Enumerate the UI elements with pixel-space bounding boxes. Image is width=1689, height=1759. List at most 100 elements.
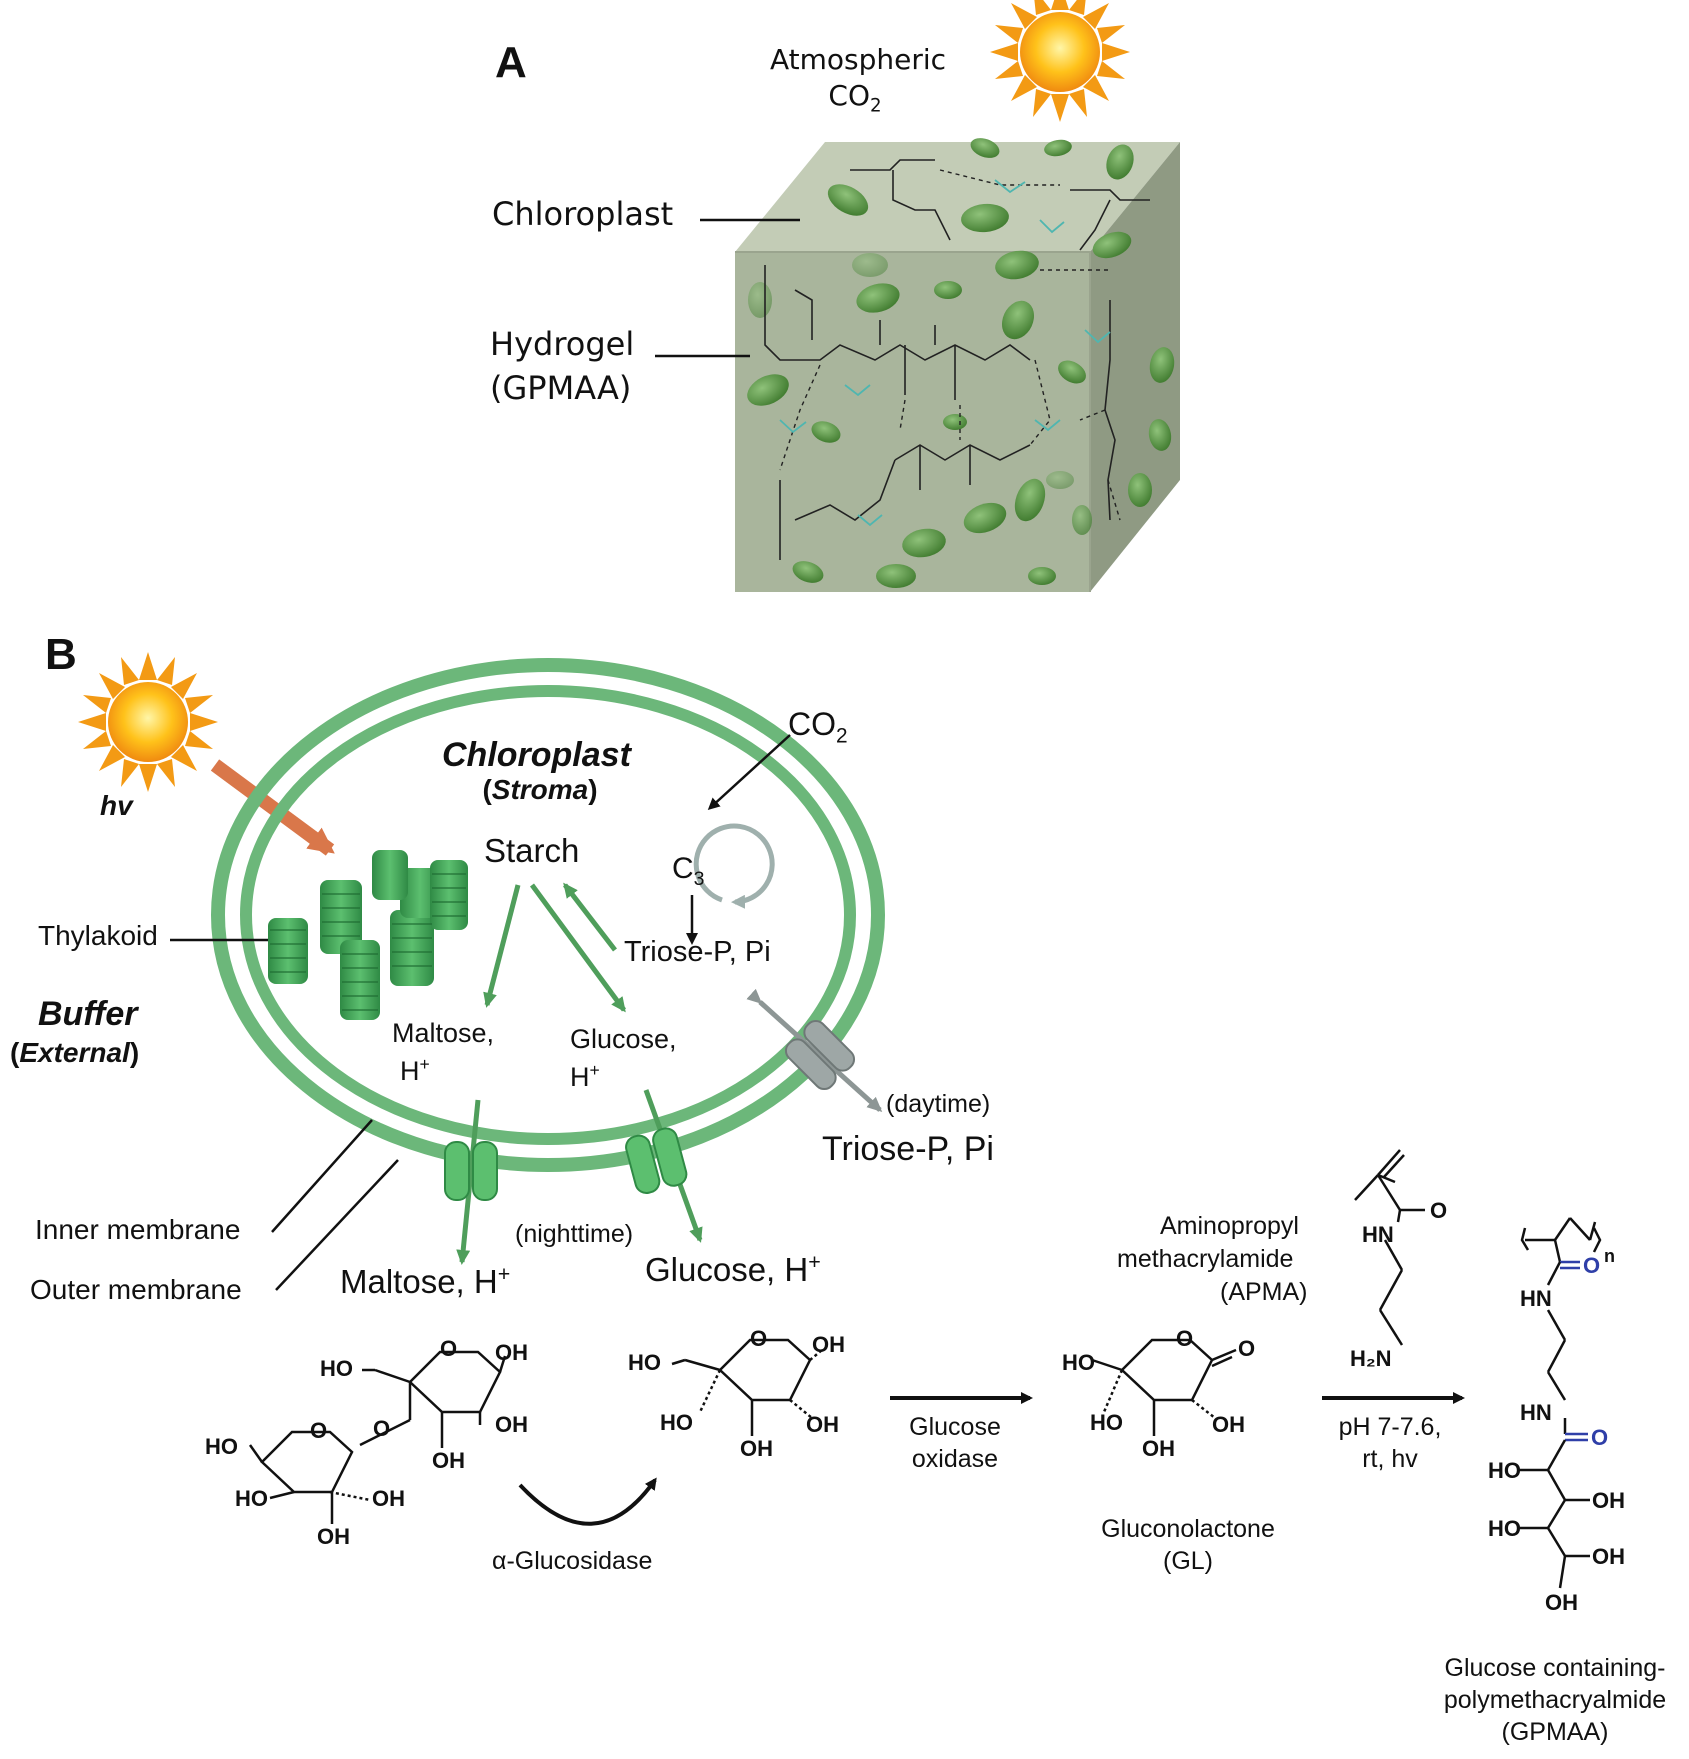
atom-label: HO (1090, 1410, 1123, 1435)
atom-label: OH (495, 1412, 528, 1437)
conditions-label-1: pH 7-7.6, (1338, 1413, 1442, 1441)
glucose-transporter-icon (625, 1127, 688, 1194)
gluconolactone-label-1: Gluconolactone (1101, 1515, 1275, 1543)
maltose-transporter-icon (444, 1141, 498, 1201)
thylakoid-label: Thylakoid (38, 920, 158, 951)
hydrogen-bonds (779, 169, 1121, 521)
atom-label: HN (1520, 1286, 1552, 1311)
atom-label: H₂N (1350, 1346, 1392, 1371)
hydrogel-label: Hydrogel (490, 325, 635, 363)
inner-membrane-leader-line (271, 1119, 373, 1233)
atom-label: O (440, 1336, 458, 1361)
gpmaa-label-3: (GPMAA) (1501, 1718, 1609, 1746)
hv-label: hv (100, 790, 133, 821)
atom-label: OH (1592, 1544, 1625, 1569)
apma-label-1: Aminopropyl (1160, 1212, 1299, 1240)
outer-membrane-label: Outer membrane (30, 1274, 242, 1305)
chloroplast-membranes (211, 658, 885, 1172)
sun-icon-a (990, 0, 1130, 122)
hydrogel-cube (735, 142, 1180, 592)
outer-membrane-leader-line (275, 1159, 399, 1291)
triose-outer-label: Triose-P, Pi (822, 1130, 994, 1168)
c3-cycle-icon (693, 823, 775, 909)
atom-label: n (1604, 1246, 1615, 1266)
atom-label: OH (1592, 1488, 1625, 1513)
co2-label: CO2 (788, 706, 848, 748)
atom-label: O (750, 1326, 768, 1351)
atmospheric-co2-label: CO2 (828, 79, 882, 117)
panel-b-letter: B (45, 630, 77, 679)
glucose-outer-label: Glucose, H+ (645, 1250, 821, 1288)
atom-label: O (1430, 1198, 1448, 1223)
atom-label: OH (372, 1486, 405, 1511)
maltose-inner-label: Maltose, (392, 1018, 495, 1048)
stroma-label: (Stroma) (482, 774, 598, 805)
daytime-label: (daytime) (886, 1090, 991, 1118)
atom-label: OH (432, 1448, 465, 1473)
sun-icon-b (78, 652, 218, 792)
apma-label-2: methacrylamide (1117, 1245, 1294, 1273)
atmospheric-label: Atmospheric (770, 43, 947, 76)
apma-structure (1354, 1149, 1425, 1346)
atom-label: HO (320, 1356, 353, 1381)
maltose-inner-h-label: H+ (400, 1054, 430, 1086)
inner-membrane-label: Inner membrane (35, 1214, 241, 1245)
maltose-structure (248, 1350, 507, 1524)
atom-label: O (373, 1416, 391, 1441)
conditions-label-2: rt, hv (1362, 1445, 1418, 1473)
thylakoid-stack (268, 850, 468, 1020)
glucose-structure (671, 1338, 823, 1436)
atom-label: OH (1142, 1436, 1175, 1461)
atom-label: HN (1362, 1222, 1394, 1247)
atom-label: OH (495, 1340, 528, 1365)
light-arrow (210, 759, 335, 856)
panel-a-letter: A (495, 38, 527, 87)
nighttime-label: (nighttime) (515, 1220, 634, 1248)
atom-label: OH (806, 1412, 839, 1437)
starch-label: Starch (484, 832, 580, 869)
c3-label: C3 (672, 852, 705, 890)
atom-label: HO (205, 1434, 238, 1459)
atom-label: HO (660, 1410, 693, 1435)
atom-label: HO (1062, 1350, 1095, 1375)
co2-uptake-arrow (707, 734, 791, 811)
atom-label: O (1238, 1336, 1256, 1361)
atom-label: O (1176, 1326, 1194, 1351)
glucose-oxidase-label-2: oxidase (911, 1445, 999, 1473)
atom-label: HO (1488, 1458, 1521, 1483)
apma-label-3: (APMA) (1220, 1278, 1308, 1306)
atom-label: O (1591, 1425, 1609, 1450)
external-label: (External) (10, 1037, 140, 1068)
atom-label: OH (740, 1436, 773, 1461)
atom-label: OH (317, 1524, 350, 1549)
triose-inner-label: Triose-P, Pi (624, 936, 771, 968)
gluconolactone-label-2: (GL) (1163, 1547, 1213, 1575)
water-molecules (779, 179, 1111, 527)
alpha-glucosidase-label: α-Glucosidase (492, 1547, 653, 1575)
gpmaa-structure (1520, 1217, 1602, 1589)
gpmaa-label-1: Glucose containing- (1444, 1654, 1666, 1682)
atom-label: OH (812, 1332, 845, 1357)
atom-label: OH (1212, 1412, 1245, 1437)
glucosidase-curved-arrow (518, 1477, 657, 1526)
triose-transporter-icon (746, 988, 883, 1113)
gpmaa-label-2: polymethacryalmide (1443, 1686, 1667, 1714)
buffer-label: Buffer (38, 995, 138, 1033)
glucose-inner-label: Glucose, (570, 1024, 677, 1054)
atom-label: OH (1545, 1590, 1578, 1615)
chloroplast-particles (747, 138, 1175, 588)
thylakoid-stacks (268, 850, 468, 1020)
atom-label: HN (1520, 1400, 1552, 1425)
atom-label: O (310, 1418, 328, 1443)
maltose-outer-label: Maltose, H+ (340, 1262, 511, 1300)
hydrogel-abbr-label: (GPMAA) (490, 369, 632, 407)
glucose-oxidase-label-1: Glucose (909, 1413, 1001, 1441)
chloroplast-title: Chloroplast (442, 736, 631, 774)
gluconolactone-structure (1091, 1338, 1237, 1436)
chloroplast-label: Chloroplast (492, 195, 674, 233)
polymer-network (764, 159, 1150, 560)
atom-label: O (1583, 1253, 1601, 1278)
starch-arrows (483, 882, 627, 1013)
